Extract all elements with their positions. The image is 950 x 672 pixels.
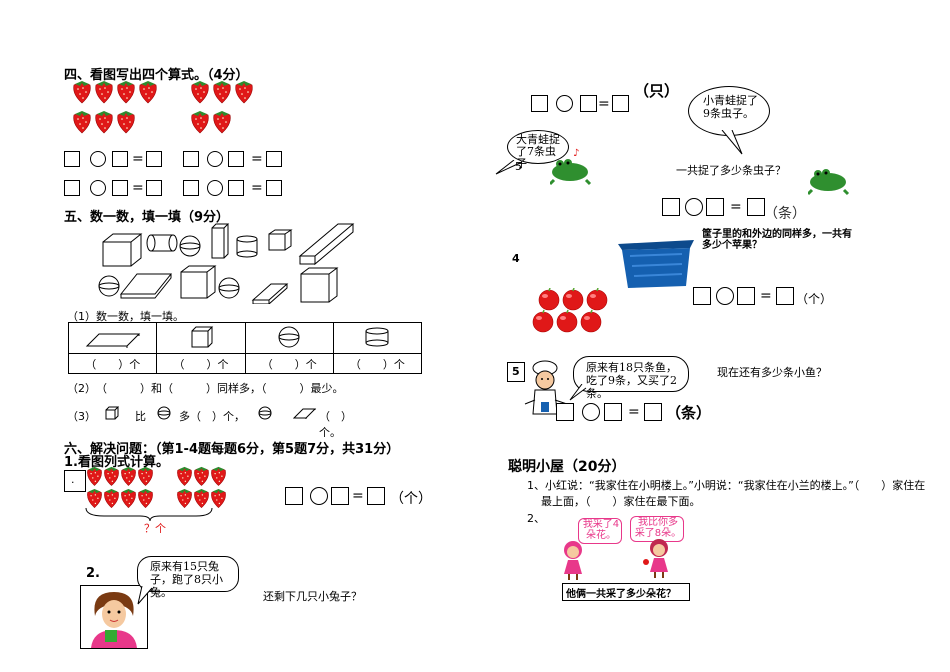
big-frog-icon — [550, 158, 592, 186]
answer-box[interactable] — [228, 180, 244, 196]
unit-label: （个） — [390, 491, 432, 507]
operator-circle[interactable] — [310, 487, 328, 505]
rabbit-speech-bubble: 原来有15只兔子，跑了8只小兔。 — [137, 556, 239, 599]
smart-house-title: 聪明小屋（20分） — [508, 459, 626, 475]
smart-q2-number: 2、 — [527, 512, 545, 525]
answer-box[interactable] — [612, 95, 629, 112]
answer-box[interactable] — [266, 180, 282, 196]
cube-cell — [156, 322, 246, 354]
bubble-tail — [495, 160, 523, 175]
operator-circle[interactable] — [556, 95, 573, 112]
s6-q1: 1.看图列式计算。 — [64, 455, 169, 470]
teacher-picture-frame — [80, 585, 148, 649]
chef-icon — [524, 360, 568, 415]
answer-box[interactable] — [146, 151, 162, 167]
rabbit-question: 还剩下几只小兔子？ — [263, 590, 362, 603]
answer-box[interactable] — [776, 287, 794, 305]
cylinder-count[interactable]: （ ）个 — [332, 353, 423, 374]
answer-box[interactable] — [183, 180, 199, 196]
unit-tiao: （条） — [666, 404, 712, 422]
sphere-icon — [258, 406, 272, 420]
brace — [85, 507, 213, 522]
answer-box[interactable] — [367, 487, 385, 505]
bubble-tail — [137, 586, 153, 605]
girl1-bubble: 我采了4朵花。 — [578, 518, 622, 544]
section6-title: 六、解决问题：（第1-4题每题6分，第5题7分，共31分） — [64, 442, 400, 457]
q3-row: （3） 比 多（ ）个， （ ）个。 — [67, 406, 367, 439]
fish-question: 现在还有多少条小鱼？ — [717, 366, 827, 379]
q1-text: 数一数，填一填。 — [96, 310, 184, 323]
answer-box[interactable] — [556, 403, 574, 421]
section5-title: 五、数一数，填一填（9分） — [64, 210, 230, 225]
answer-box[interactable] — [285, 487, 303, 505]
operator-circle[interactable] — [716, 287, 734, 305]
apples-group — [532, 288, 608, 333]
answer-box[interactable] — [662, 198, 680, 216]
teacher-icon — [91, 592, 137, 648]
answer-box[interactable] — [112, 151, 128, 167]
number-box: 5 — [507, 362, 525, 382]
number-5-small: 5 — [515, 160, 522, 173]
answer-box[interactable] — [64, 151, 80, 167]
answer-box[interactable] — [64, 180, 80, 196]
question-box: 他俩一共采了多少朵花？ — [562, 583, 690, 601]
answer-box[interactable] — [747, 198, 765, 216]
sphere-count[interactable]: （ ）个 — [244, 353, 334, 374]
solid-shapes-illustration — [98, 223, 355, 304]
answer-box[interactable] — [183, 151, 199, 167]
answer-box[interactable] — [331, 487, 349, 505]
unit-zhi: （只） — [634, 82, 680, 100]
q1-number: （1） — [67, 310, 96, 323]
blue-crate-icon — [618, 240, 694, 288]
answer-box[interactable] — [146, 180, 162, 196]
s6-q2-number: 2. — [86, 566, 100, 581]
fish-speech-bubble: 原来有18只条鱼，吃了9条，又买了2条。 — [573, 356, 689, 400]
basket-text: 筐子里的和外边的同样多，一共有多少个苹果？ — [702, 229, 852, 251]
sphere-icon — [157, 406, 171, 420]
small-frog-icon — [808, 168, 850, 196]
answer-box[interactable] — [737, 287, 755, 305]
frog-question: 一共捉了多少条虫子？ — [676, 164, 786, 177]
bubble-tail — [569, 384, 587, 401]
sphere-cell — [244, 322, 334, 354]
answer-box[interactable] — [228, 151, 244, 167]
problem-number: 4 — [512, 252, 520, 265]
big-frog-bubble: 大青蛙捉了7条虫子 — [507, 130, 569, 170]
number-box: . — [64, 470, 86, 492]
strawberry-group-left — [73, 80, 157, 134]
answer-box[interactable] — [644, 403, 662, 421]
cylinder-cell — [332, 322, 423, 354]
cuboid-count[interactable]: （ ）个 — [67, 353, 158, 374]
answer-box[interactable] — [112, 180, 128, 196]
operator-circle[interactable] — [685, 198, 703, 216]
q2-text: （2） （ ）和（ ）同样多，（ ）最少。 — [67, 382, 344, 395]
operator-circle[interactable] — [207, 180, 223, 196]
answer-box[interactable] — [580, 95, 597, 112]
smart-q1: 1、小红说：“我家住在小明楼上。”小明说：“我家住在小兰的楼上。”（ ）家住在 … — [527, 479, 926, 508]
unit-ge: （个） — [796, 292, 833, 306]
strawberry-group-right — [191, 80, 253, 134]
question-label: ？个 — [144, 522, 166, 535]
answer-box[interactable] — [266, 151, 282, 167]
answer-box[interactable] — [693, 287, 711, 305]
answer-box[interactable] — [604, 403, 622, 421]
answer-box[interactable] — [531, 95, 548, 112]
small-frog-bubble: 小青蛙捉了9条虫子。 — [688, 86, 770, 136]
music-note-icon: ♪ — [573, 148, 580, 159]
operator-circle[interactable] — [90, 180, 106, 196]
cube-count[interactable]: （ ）个 — [156, 353, 246, 374]
operator-circle[interactable] — [582, 403, 600, 421]
girl2-icon — [643, 539, 668, 578]
girl1-icon — [564, 541, 582, 580]
cube-icon — [105, 406, 119, 420]
answer-box[interactable] — [706, 198, 724, 216]
unit-tiao: （条） — [764, 206, 806, 222]
count-table: （ ）个 （ ）个 （ ）个 （ ）个 — [67, 322, 423, 374]
cuboid-icon — [293, 408, 317, 419]
operator-circle[interactable] — [207, 151, 223, 167]
cuboid-cell — [67, 322, 158, 354]
operator-circle[interactable] — [90, 151, 106, 167]
section4-title: 四、看图写出四个算式。（4分） — [64, 68, 249, 83]
bubble-tail — [721, 130, 743, 155]
